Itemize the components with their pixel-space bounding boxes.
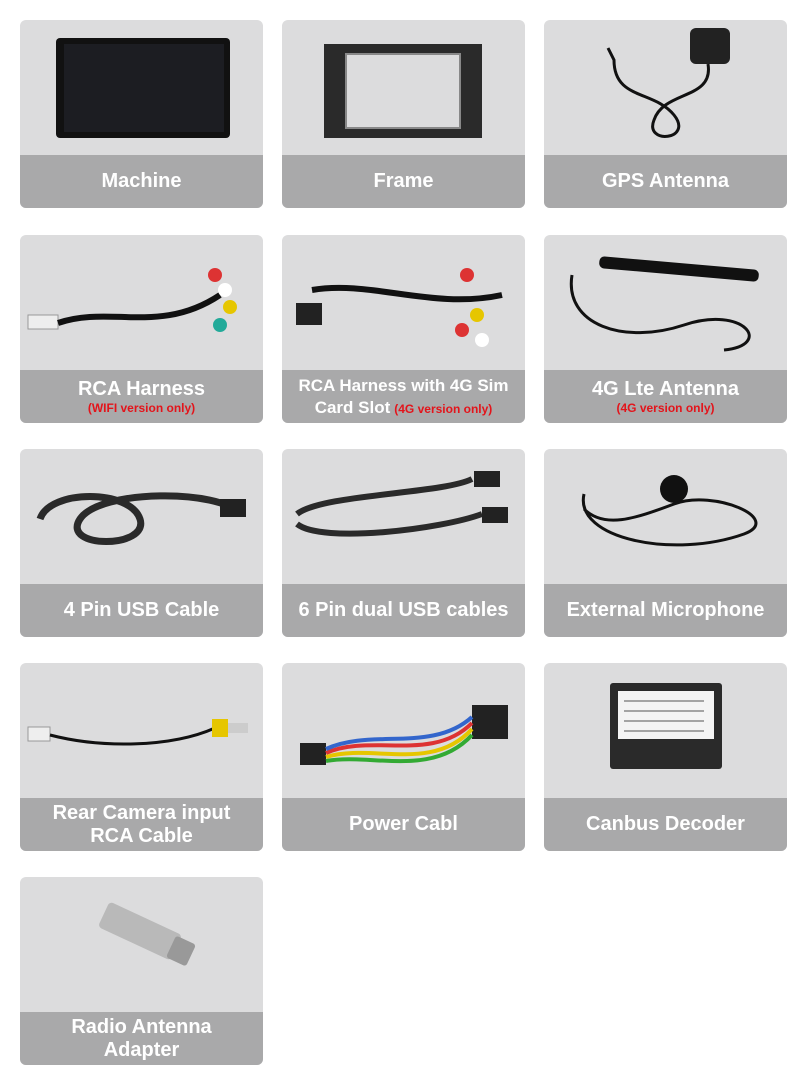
item-note: (WIFI version only) bbox=[87, 401, 196, 415]
item-title: Rear Camera input bbox=[52, 801, 231, 824]
item-machine: Machine bbox=[20, 20, 263, 208]
item-external-microphone: External Microphone bbox=[544, 449, 787, 637]
item-title: 4G Lte Antenna bbox=[591, 378, 740, 400]
item-title: External Microphone bbox=[566, 599, 765, 621]
item-note: (4G version only) bbox=[394, 401, 493, 416]
canbus-decoder-icon bbox=[610, 683, 722, 769]
item-title: GPS Antenna bbox=[601, 170, 730, 192]
frame-icon bbox=[324, 44, 482, 138]
item-title: Power Cabl bbox=[349, 813, 458, 835]
item-note: (4G version only) bbox=[616, 401, 715, 415]
item-title-line2: Adapter bbox=[103, 1038, 180, 1061]
dual-usb-cable-icon bbox=[295, 471, 508, 537]
power-cable-icon bbox=[300, 705, 508, 765]
item-title: 6 Pin dual USB cables bbox=[298, 599, 509, 621]
item-title: Canbus Decoder bbox=[586, 813, 745, 835]
item-power-cable: Power Cabl bbox=[282, 663, 525, 851]
item-6pin-dual-usb-cables: 6 Pin dual USB cables bbox=[282, 449, 525, 637]
item-title-line2: Card Slot bbox=[314, 397, 391, 417]
rca-harness-4g-icon bbox=[296, 268, 503, 347]
gps-antenna-icon bbox=[606, 28, 730, 138]
item-title-line2: RCA Cable bbox=[90, 824, 193, 847]
item-rca-harness-4g: RCA Harness with 4G Sim Card Slot(4G ver… bbox=[282, 235, 525, 423]
antenna-adapter-icon bbox=[99, 902, 196, 966]
camera-rca-cable-icon bbox=[27, 719, 248, 746]
lte-antenna-icon bbox=[569, 256, 759, 352]
usb-cable-icon bbox=[36, 492, 246, 545]
item-4g-lte-antenna: 4G Lte Antenna (4G version only) bbox=[544, 235, 787, 423]
item-radio-antenna-adapter: Radio Antenna Adapter bbox=[20, 877, 263, 1065]
rca-harness-icon bbox=[27, 268, 237, 332]
item-rear-camera-rca-cable: Rear Camera input RCA Cable bbox=[20, 663, 263, 851]
item-4pin-usb-cable: 4 Pin USB Cable bbox=[20, 449, 263, 637]
item-title: 4 Pin USB Cable bbox=[63, 599, 220, 621]
item-title: Frame bbox=[373, 170, 434, 192]
head-unit-icon bbox=[56, 38, 230, 138]
item-canbus-decoder: Canbus Decoder bbox=[544, 663, 787, 851]
item-title: RCA Harness bbox=[77, 378, 206, 400]
microphone-icon bbox=[581, 475, 758, 547]
item-title: Machine bbox=[101, 170, 182, 192]
item-gps-antenna: GPS Antenna bbox=[544, 20, 787, 208]
item-rca-harness: RCA Harness (WIFI version only) bbox=[20, 235, 263, 423]
item-frame: Frame bbox=[282, 20, 525, 208]
item-title: Radio Antenna bbox=[71, 1015, 212, 1038]
item-title: RCA Harness with 4G Sim bbox=[298, 375, 509, 395]
